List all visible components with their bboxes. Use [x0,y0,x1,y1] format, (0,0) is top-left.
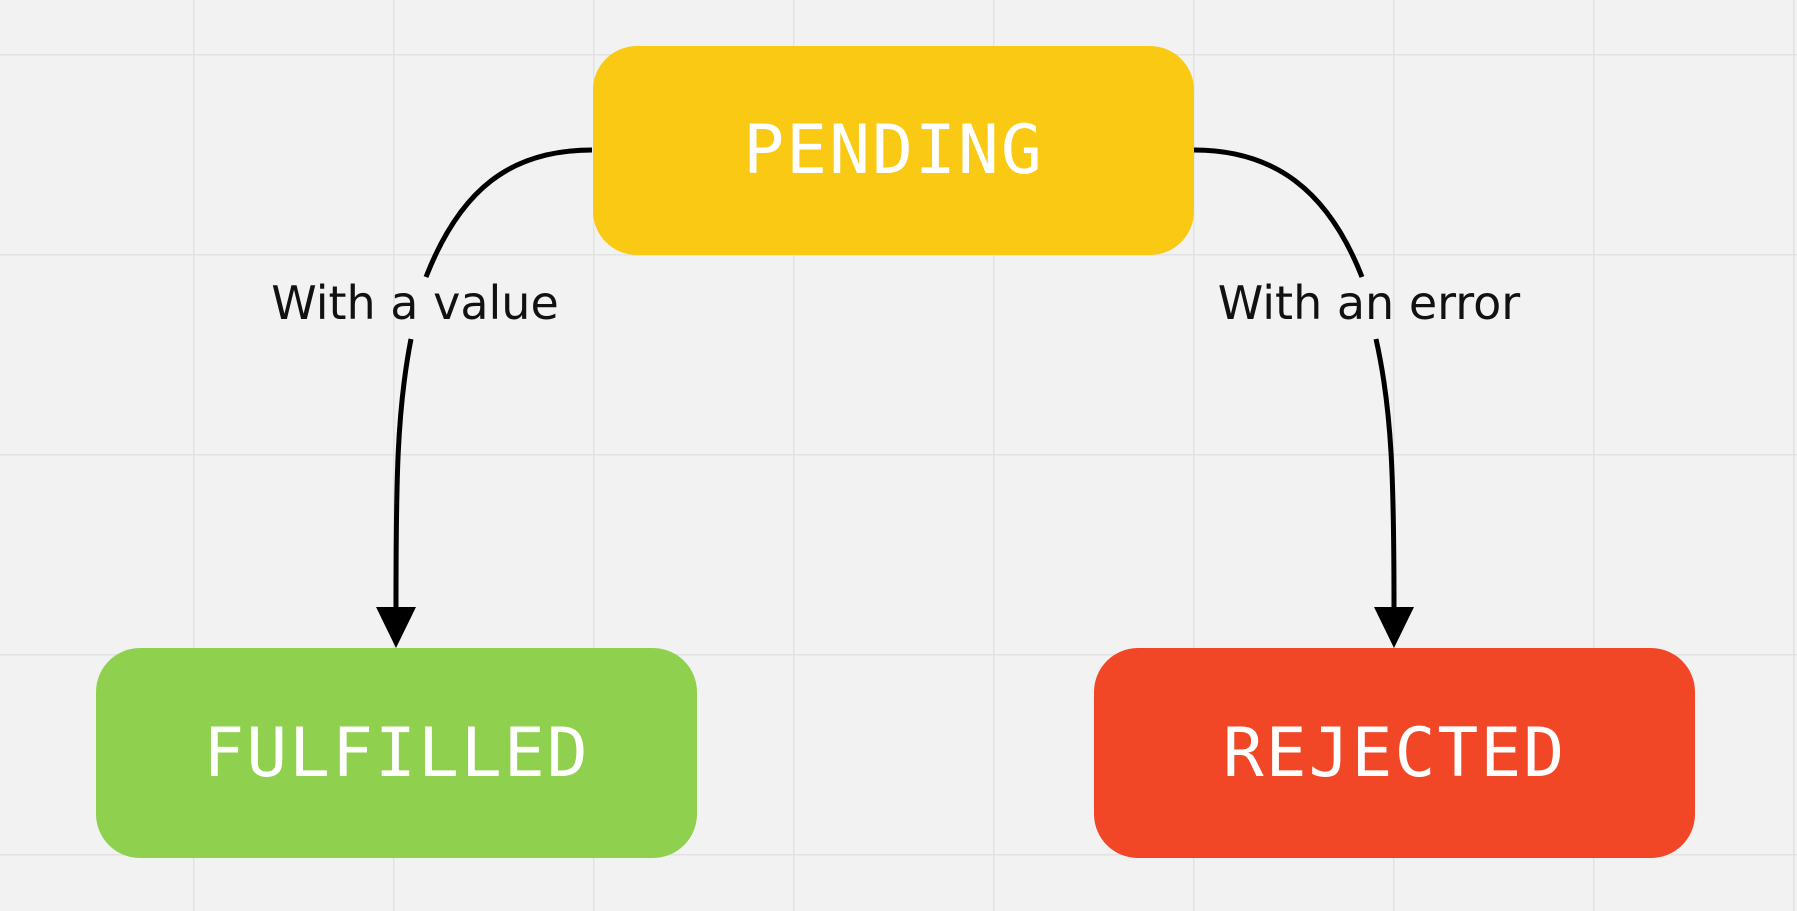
edge-pending-fulfilled-lower [393,338,414,609]
node-fulfilled-label: FULFILLED [203,713,590,793]
arrowhead-fulfilled-icon [376,607,416,648]
arrowhead-rejected-icon [1374,607,1414,648]
node-rejected[interactable]: REJECTED [1094,648,1695,858]
edge-label-with-a-value: With a value [271,276,559,330]
edge-label-with-an-error: With an error [1217,276,1521,330]
node-pending-label: PENDING [743,111,1044,190]
edge-pending-rejected-upper [1193,147,1365,278]
edge-pending-fulfilled-upper [423,147,593,278]
node-fulfilled[interactable]: FULFILLED [96,648,697,858]
edge-pending-rejected-lower [1373,338,1397,609]
node-pending[interactable]: PENDING [593,46,1194,255]
node-rejected-label: REJECTED [1222,713,1567,793]
